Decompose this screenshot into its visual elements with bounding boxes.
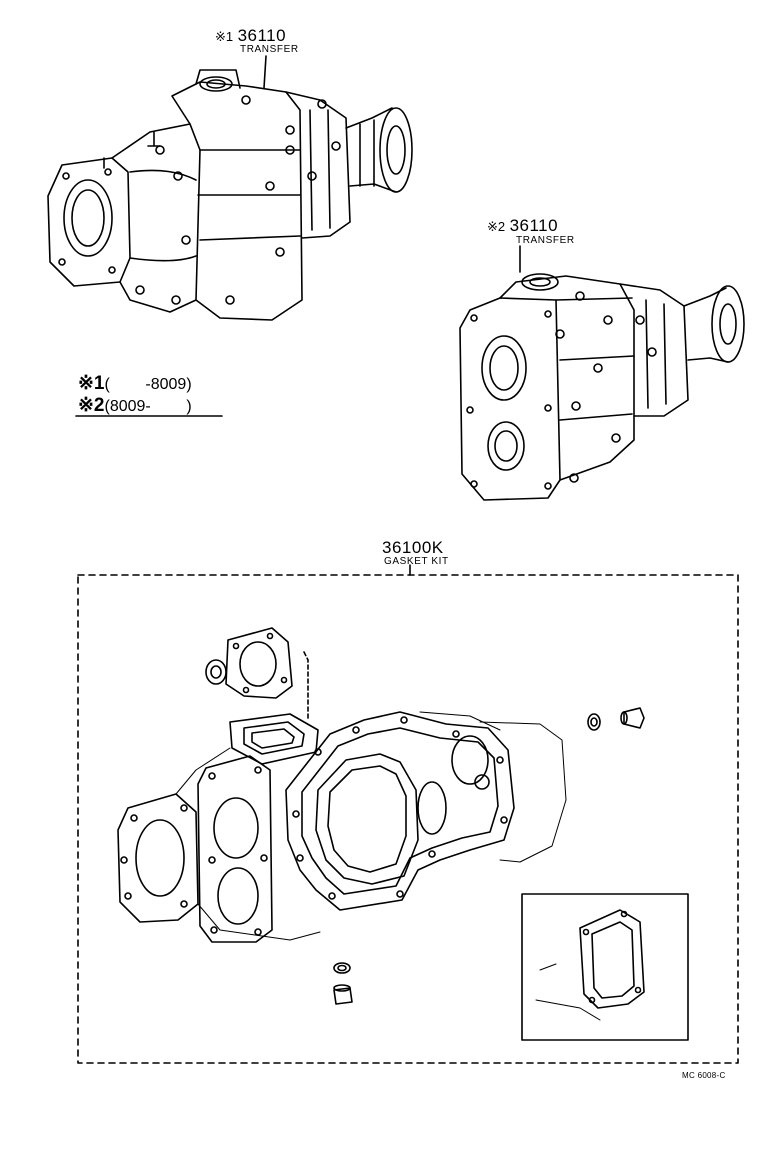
legend-range-1: ( -8009) (104, 376, 192, 393)
transfer-1-part-number: 36110 (237, 26, 287, 45)
transfer-assembly-2-drawing (459, 245, 745, 501)
transfer-1-name: TRANSFER (240, 44, 299, 55)
transfer-2-mark: ※2 (487, 219, 506, 234)
transfer-assembly-1-drawing (47, 55, 413, 321)
legend-range-2: (8009- ) (104, 398, 192, 415)
transfer-1-mark: ※1 (215, 29, 234, 44)
legend-row-1: ※1( -8009) (78, 372, 192, 395)
transfer-2-name: TRANSFER (516, 235, 575, 246)
gasket-kit-drawing (77, 564, 739, 1064)
legend-row-2: ※2(8009- ) (78, 394, 192, 417)
transfer-1-label: ※1 36110 (215, 26, 286, 46)
legend-mark-1: ※1 (78, 373, 105, 394)
gasket-kit-name: GASKET KIT (384, 556, 449, 567)
transfer-2-part-number: 36110 (509, 216, 559, 235)
legend-mark-2: ※2 (78, 395, 105, 416)
inset-box (521, 893, 689, 1041)
diagram-code: MC 6008-C (682, 1071, 726, 1080)
transfer-2-label: ※2 36110 (487, 216, 558, 236)
gasket-kit-part-number: 36100K (382, 538, 444, 557)
